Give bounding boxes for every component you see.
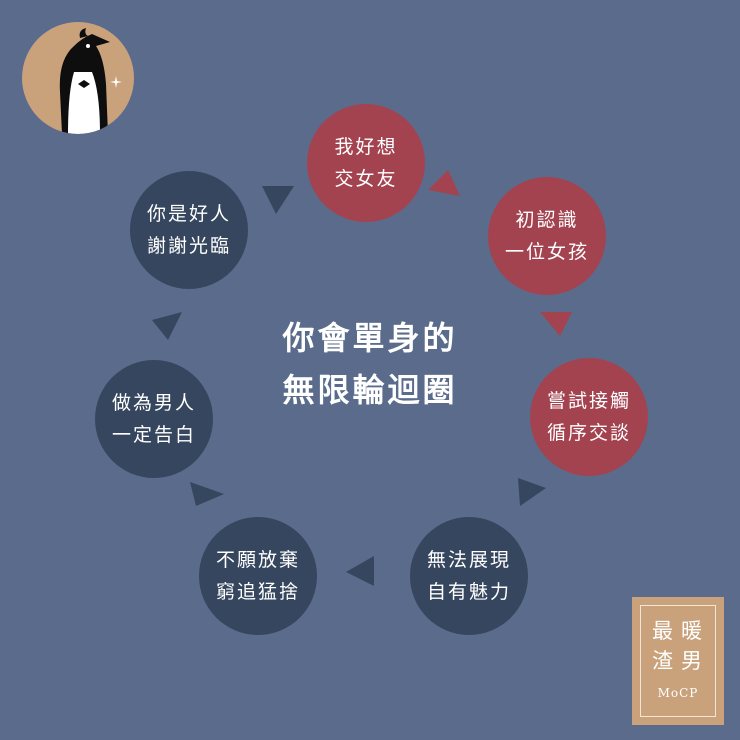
brand-name: MoCP (657, 686, 699, 700)
node-line: 謝謝光臨 (146, 235, 231, 257)
brand-row: 渣 男 (652, 646, 704, 676)
node-line: 一位女孩 (504, 241, 589, 263)
arrow-icon (540, 312, 572, 336)
arrow-icon (190, 482, 224, 506)
sparkle-icon (110, 76, 122, 88)
brand-char: 渣 (652, 649, 675, 673)
brand-frame: 最 暖 渣 男 MoCP (640, 605, 716, 717)
node-try-contact: 嘗試接觸 循序交談 (530, 358, 648, 476)
node-line: 循序交談 (546, 422, 631, 444)
brand-char: 男 (681, 649, 704, 673)
brand-char: 暖 (681, 619, 704, 643)
node-line: 嘗試接觸 (546, 390, 631, 412)
node-line: 初認識 (515, 209, 579, 231)
node-line: 你是好人 (146, 203, 231, 225)
node-never-give-up: 不願放棄 窮追猛捨 (199, 517, 317, 635)
page-title: 你會單身的 無限輪迴圈 (245, 312, 495, 416)
node-line: 無法展現 (426, 549, 511, 571)
arrow-icon (428, 170, 460, 196)
node-meet-girl: 初認識 一位女孩 (488, 177, 606, 295)
title-line-1: 你會單身的 (282, 319, 458, 357)
node-nice-guy-rejection: 你是好人 謝謝光臨 (130, 171, 248, 289)
brand-row: 最 暖 (652, 616, 704, 646)
node-want-girlfriend: 我好想 交女友 (307, 104, 425, 222)
brand-char: 最 (652, 619, 675, 643)
node-cannot-show-charm: 無法展現 自有魅力 (410, 517, 528, 635)
brand-badge: 最 暖 渣 男 MoCP (632, 597, 724, 725)
node-line: 窮追猛捨 (215, 581, 300, 603)
node-must-confess: 做為男人 一定告白 (95, 360, 213, 478)
arrow-icon (518, 478, 546, 506)
arrow-icon (152, 312, 182, 340)
penguin-tuxedo-icon (59, 28, 110, 134)
node-line: 我好想 (334, 136, 398, 158)
arrow-icon (346, 556, 374, 586)
node-line: 做為男人 (111, 392, 196, 414)
penguin-logo (22, 22, 134, 134)
node-line: 一定告白 (111, 424, 196, 446)
arrow-icon (262, 186, 294, 214)
node-line: 不願放棄 (215, 549, 300, 571)
title-line-2: 無限輪迴圈 (282, 371, 458, 409)
node-line: 交女友 (334, 168, 398, 190)
node-line: 自有魅力 (426, 581, 511, 603)
